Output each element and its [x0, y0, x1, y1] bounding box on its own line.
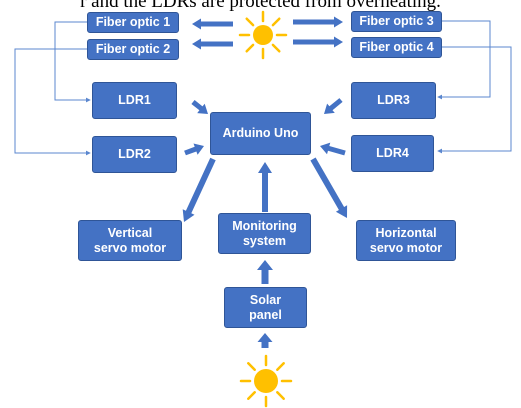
sun-icon-top — [238, 10, 288, 60]
vertical-servo-motor-box: Vertical servo motor — [78, 220, 182, 261]
fiber3-to-ldr3-connector — [437, 20, 491, 100]
arduino-to-horizontal-servo-arrow — [310, 157, 348, 218]
ldr4-to-arduino-arrow — [320, 142, 346, 156]
arduino-uno-box: Arduino Uno — [210, 112, 311, 155]
ldr3-box: LDR3 — [351, 82, 436, 119]
sun-to-solar-panel-arrow — [257, 333, 273, 348]
sun-to-fiber2-arrow — [192, 38, 233, 50]
sun-to-fiber1-arrow — [192, 18, 233, 30]
fiber-optic-2-box: Fiber optic 2 — [87, 39, 179, 60]
arduino-to-vertical-servo-arrow — [182, 157, 216, 222]
sun-to-fiber4-arrow — [293, 36, 343, 48]
fiber1-to-ldr1-connector — [54, 21, 91, 103]
sun-icon-bottom — [239, 354, 293, 408]
solar-panel-box: Solar panel — [224, 287, 307, 328]
monitoring-to-arduino-arrow — [258, 162, 272, 212]
ldr1-box: LDR1 — [92, 82, 177, 119]
monitoring-system-box: Monitoring system — [218, 213, 311, 254]
sun-to-fiber3-arrow — [293, 16, 343, 28]
fiber-optic-4-box: Fiber optic 4 — [351, 37, 442, 58]
ldr2-to-arduino-arrow — [184, 143, 204, 156]
caption-text: r and the LDRs are protected from overhe… — [80, 0, 441, 12]
fiber-optic-1-box: Fiber optic 1 — [87, 12, 179, 33]
solar-to-monitoring-arrow — [257, 260, 273, 284]
ldr3-to-arduino-arrow — [324, 98, 343, 114]
ldr4-box: LDR4 — [351, 135, 434, 172]
horizontal-servo-motor-box: Horizontal servo motor — [356, 220, 456, 261]
fiber2-to-ldr2-connector — [14, 48, 91, 156]
fiber-optic-3-box: Fiber optic 3 — [351, 11, 442, 32]
ldr1-to-arduino-arrow — [191, 100, 208, 114]
ldr2-box: LDR2 — [92, 136, 177, 173]
fiber4-to-ldr4-connector — [437, 46, 512, 154]
